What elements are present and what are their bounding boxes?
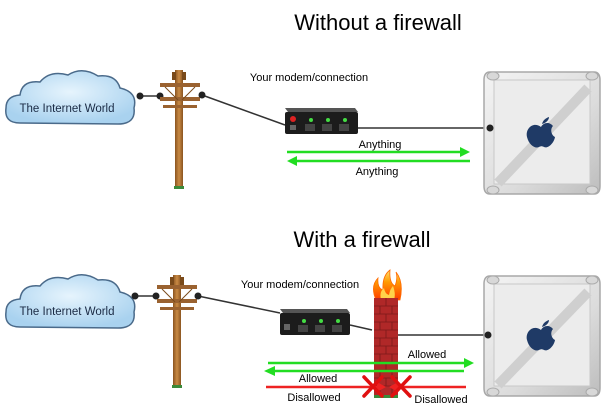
top-cloud-label: The Internet World	[19, 103, 114, 115]
disallowed-in-label: Disallowed	[414, 394, 467, 406]
bottom-title: With a firewall	[294, 227, 431, 252]
top-modem-label: Your modem/connection	[250, 72, 368, 84]
mac-computer-icon	[483, 71, 601, 195]
bottom-cloud-label: The Internet World	[19, 306, 114, 318]
allowed-in-arrow	[264, 366, 464, 376]
disallowed-out-label: Disallowed	[287, 392, 340, 404]
top-title: Without a firewall	[294, 10, 462, 35]
connector-dot	[484, 331, 492, 339]
top-arrow-right	[287, 147, 470, 157]
connector-dot	[194, 292, 202, 300]
top-arrow-left-label: Anything	[356, 166, 399, 178]
connector-dot	[131, 292, 139, 300]
top-section: Without a firewall The Internet World	[5, 10, 601, 195]
top-arrow-left	[287, 156, 470, 166]
cloud-icon: The Internet World	[5, 70, 136, 125]
telephone-pole-icon	[160, 70, 200, 189]
apple-logo-icon	[526, 117, 555, 148]
x-mark-icon	[362, 375, 384, 398]
disallowed-out-arrow	[266, 382, 386, 392]
telephone-pole-icon	[157, 275, 197, 388]
connector-dot	[486, 124, 494, 132]
mac-computer-icon	[483, 275, 601, 397]
bottom-section: With a firewall The Internet World	[5, 227, 601, 406]
cloud-icon: The Internet World	[5, 274, 136, 329]
connector-dot	[136, 92, 144, 100]
connector-dot	[198, 91, 206, 99]
allowed-in-label: Allowed	[299, 373, 338, 385]
brick-wall-fire-icon	[373, 269, 402, 398]
allowed-out-label: Allowed	[408, 349, 447, 361]
top-arrow-right-label: Anything	[359, 139, 402, 151]
bottom-modem-label: Your modem/connection	[241, 279, 359, 291]
allowed-out-arrow	[268, 358, 474, 368]
modem-icon	[285, 108, 358, 134]
apple-logo-icon	[526, 320, 555, 351]
modem-icon	[280, 309, 350, 335]
x-mark-icon	[390, 375, 412, 398]
connector-dot	[152, 292, 160, 300]
